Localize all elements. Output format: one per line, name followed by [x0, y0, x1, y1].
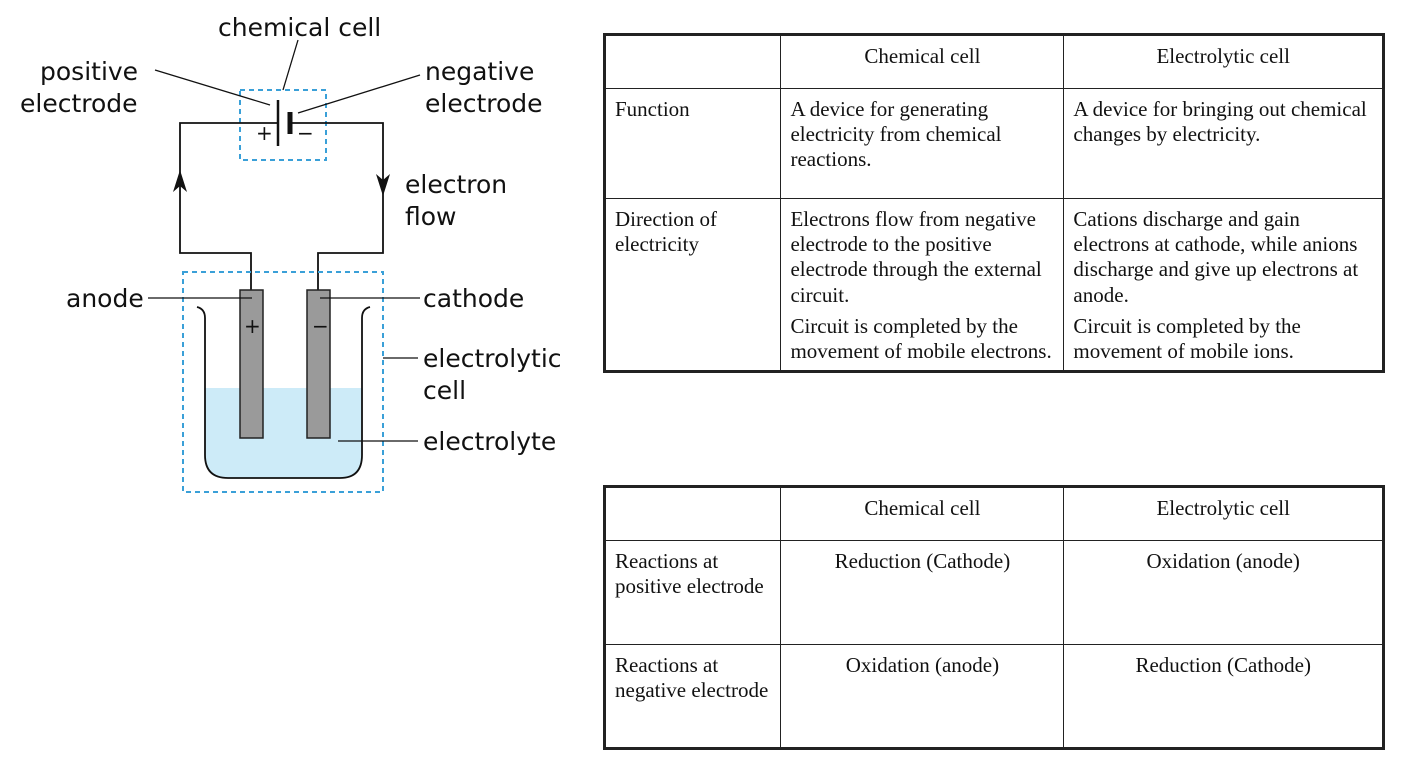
table-cell: Cations discharge and gain electrons at …: [1063, 197, 1384, 373]
cell-text: Circuit is completed by the movement of …: [790, 313, 1052, 363]
table-cell: A device for generating electricity from…: [780, 88, 1065, 199]
row-label: Reactions at negative electrode: [603, 644, 782, 749]
anode-plus-sign: +: [244, 314, 261, 338]
table-header-cell: [603, 34, 782, 89]
down-arrow-icon: [376, 174, 390, 196]
electrolytic-cell-label-line2: cell: [423, 376, 466, 405]
up-arrow-icon: [173, 170, 187, 192]
electrolyte-label: electrolyte: [423, 427, 556, 456]
row-label: Reactions at positive electrode: [603, 540, 782, 645]
battery-minus-sign: −: [297, 121, 314, 145]
table-cell: Electrons flow from negative electrode t…: [780, 197, 1065, 373]
positive-electrode-label-line1: positive: [40, 57, 138, 86]
positive-electrode-label-line2: electrode: [20, 89, 138, 118]
anode-electrode: [239, 289, 264, 439]
left-wire: [179, 122, 278, 290]
table-cell: Reduction (Cathode): [1063, 644, 1384, 749]
table-header-cell: Electrolytic cell: [1063, 486, 1384, 541]
table-cell: Oxidation (anode): [1063, 540, 1384, 645]
table-row: Direction of electricity Electrons flow …: [603, 197, 1384, 373]
table-header-cell: Electrolytic cell: [1063, 34, 1384, 89]
electrolytic-cell-dashed-box: [182, 271, 384, 493]
row-label: Function: [603, 88, 782, 199]
table-header-row: Chemical cell Electrolytic cell: [603, 34, 1384, 89]
chemical-cell-leader: [282, 39, 299, 91]
positive-electrode-leader: [154, 69, 271, 106]
table-header-row: Chemical cell Electrolytic cell: [603, 486, 1384, 541]
right-wire: [290, 122, 384, 290]
cell-text: A device for bringing out chemical chang…: [1073, 97, 1367, 147]
table-header-cell: Chemical cell: [780, 486, 1065, 541]
anode-label: anode: [66, 284, 144, 313]
row-label: Direction of electricity: [603, 197, 782, 373]
table-cell: A device for bringing out chemical chang…: [1063, 88, 1384, 199]
comparison-table-function: Chemical cell Electrolytic cell Function…: [603, 33, 1385, 374]
negative-electrode-label-line2: electrode: [425, 89, 543, 118]
table-row: Function A device for generating electri…: [603, 88, 1384, 199]
cathode-label: cathode: [423, 284, 524, 313]
comparison-table-reactions: Chemical cell Electrolytic cell Reaction…: [603, 485, 1385, 750]
cathode-electrode: [306, 289, 331, 439]
table-header-cell: Chemical cell: [780, 34, 1065, 89]
cathode-minus-sign: −: [312, 314, 329, 338]
cell-text: A device for generating electricity from…: [790, 97, 1002, 172]
electron-flow-label-line2: flow: [405, 202, 457, 231]
battery-plus-sign: +: [256, 121, 273, 145]
chemical-cell-label: chemical cell: [218, 13, 381, 42]
electrolyte-liquid: [205, 388, 362, 478]
chemical-cell-dashed-box: [239, 89, 327, 161]
table-cell: Reduction (Cathode): [780, 540, 1065, 645]
table-row: Reactions at positive electrode Reductio…: [603, 540, 1384, 645]
electrolytic-cell-label-line1: electrolytic: [423, 344, 562, 373]
table-row: Reactions at negative electrode Oxidatio…: [603, 644, 1384, 749]
negative-electrode-label-line1: negative: [425, 57, 534, 86]
beaker: [196, 306, 371, 479]
cell-text: Electrons flow from negative electrode t…: [790, 207, 1042, 307]
table-cell: Oxidation (anode): [780, 644, 1065, 749]
electrochemical-cell-diagram: + − + − chemical cell positive electrode…: [20, 13, 562, 493]
negative-electrode-leader: [297, 74, 421, 114]
table-header-cell: [603, 486, 782, 541]
cell-text: Circuit is completed by the movement of …: [1073, 313, 1301, 363]
cell-text: Cations discharge and gain electrons at …: [1073, 207, 1359, 307]
electron-flow-label-line1: electron: [405, 170, 507, 199]
